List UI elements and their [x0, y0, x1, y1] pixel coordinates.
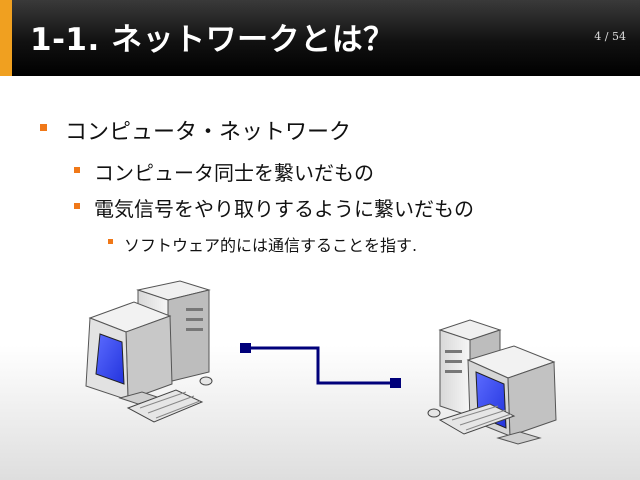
- bullet-square-icon: [74, 203, 80, 209]
- title-accent-bar: [0, 0, 12, 76]
- bullet-level1: コンピュータ・ネットワーク: [40, 114, 351, 146]
- title-bar: 1-1. ネットワークとは？ 4 / 54: [0, 0, 640, 76]
- network-cable-icon: [240, 343, 401, 388]
- bullet-text: ソフトウェア的には通信することを指す.: [124, 236, 418, 255]
- bullet-text: コンピュータ・ネットワーク: [65, 120, 352, 145]
- bullet-square-icon: [40, 124, 47, 131]
- computer-icon-right: [427, 319, 557, 445]
- bullet-level2-a: コンピュータ同士を繋いだもの: [74, 157, 374, 186]
- bullet-text: 電気信号をやり取りするように繋いだもの: [94, 197, 474, 221]
- bullet-level3: ソフトウェア的には通信することを指す.: [108, 232, 417, 256]
- slide-title: 1-1. ネットワークとは？: [30, 22, 395, 58]
- bullet-square-icon: [74, 167, 80, 173]
- page-number: 4 / 54: [594, 30, 626, 43]
- computer-icon-left: [85, 280, 213, 423]
- bullet-square-icon: [108, 239, 113, 244]
- bullet-level2-b: 電気信号をやり取りするように繋いだもの: [74, 193, 474, 222]
- bullet-text: コンピュータ同士を繋いだもの: [94, 161, 374, 185]
